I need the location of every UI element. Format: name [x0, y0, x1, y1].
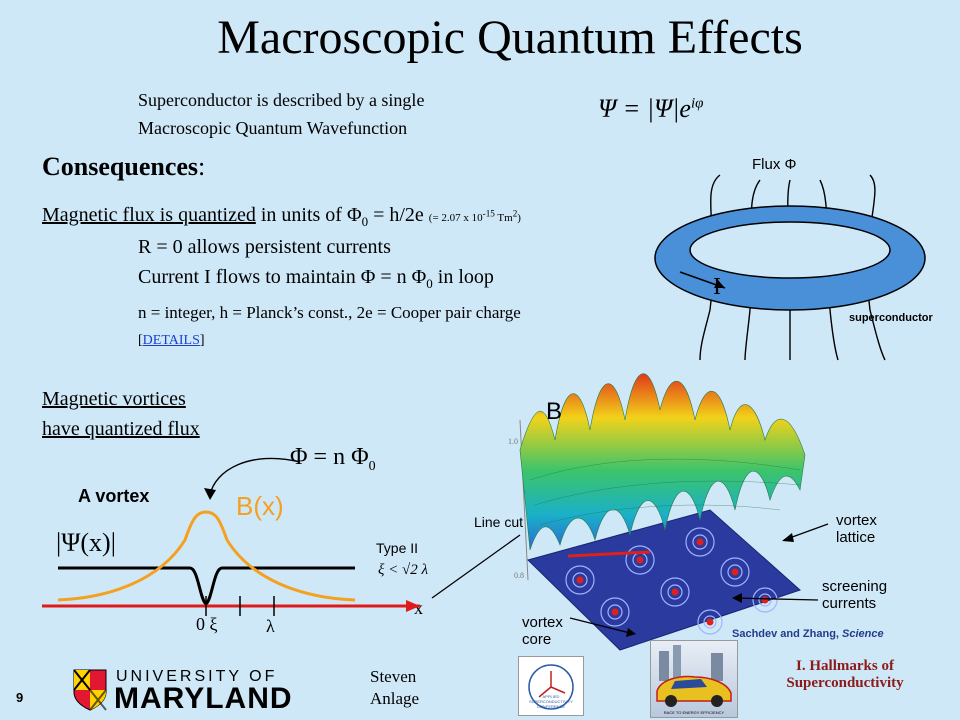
x-axis-label: x — [414, 598, 423, 618]
slide-title: Macroscopic Quantum Effects — [217, 11, 803, 64]
race-car-icon — [656, 645, 732, 707]
zero-xi-label: 0 ξ — [196, 614, 218, 634]
lambda-label: λ — [266, 616, 275, 636]
line-cut-label: Line cut — [474, 514, 524, 530]
current-i-label: I — [713, 274, 721, 300]
lattice-plane — [527, 509, 801, 651]
n-integer-line: n = integer, h = Planck’s const., 2e = C… — [138, 303, 521, 322]
xi-condition: ξ < √2 λ — [378, 562, 429, 578]
field-surface — [519, 373, 806, 551]
race-logo: RACE TO ENERGY EFFICIENCY — [650, 640, 738, 718]
bx-curve — [57, 510, 356, 602]
psi-x-label: |Ψ(x)| — [56, 528, 116, 557]
details-line: [DETAILS] — [138, 333, 205, 348]
vortex-lattice-3d: 1.0 0.8 — [508, 373, 806, 651]
psi-equation: Ψ = |Ψ|eiφ — [598, 94, 704, 123]
svg-text:0.8: 0.8 — [514, 571, 524, 580]
page-number: 9 — [16, 690, 24, 705]
bx-label: B(x) — [236, 491, 284, 521]
phi-n-phi0-label: Φ = n Φ0 — [290, 444, 376, 474]
vortices-line-1: Magnetic vortices — [42, 388, 186, 410]
asc-logo-text: APPLIED SUPERCONDUCTIVITY CONFERENCE — [529, 694, 573, 709]
b-field-label: B — [546, 398, 563, 425]
type-ii-label: Type II — [376, 540, 419, 556]
flux-ring-diagram — [654, 174, 926, 361]
flux-quantized-line: Magnetic flux is quantized in units of Φ… — [42, 204, 521, 229]
university-of-text: UNIVERSITY OF — [116, 668, 278, 685]
maryland-text: MARYLAND — [114, 682, 293, 715]
asc-logo-icon — [528, 664, 574, 710]
asc-logo: APPLIED SUPERCONDUCTIVITY CONFERENCE — [518, 656, 584, 716]
race-logo-text: RACE TO ENERGY EFFICIENCY — [663, 710, 725, 715]
svg-text:1.0: 1.0 — [508, 437, 518, 446]
intro-line-1: Superconductor is described by a single — [138, 90, 425, 110]
maryland-shield-icon — [73, 669, 107, 711]
credit-line: Sachdev and Zhang, Science — [732, 628, 884, 640]
consequences-heading: Consequences: — [42, 152, 206, 181]
r-zero-line: R = 0 allows persistent currents — [138, 236, 391, 258]
flux-phi-label: Flux Φ — [752, 156, 797, 173]
details-link[interactable]: DETAILS — [142, 333, 200, 348]
vortices-line-2: have quantized flux — [42, 418, 200, 440]
a-vortex-label: A vortex — [78, 486, 150, 506]
current-line: Current I flows to maintain Φ = n Φ0 in … — [138, 266, 494, 291]
intro-line-2: Macroscopic Quantum Wavefunction — [138, 118, 408, 138]
superconductor-label: superconductor — [849, 312, 933, 324]
